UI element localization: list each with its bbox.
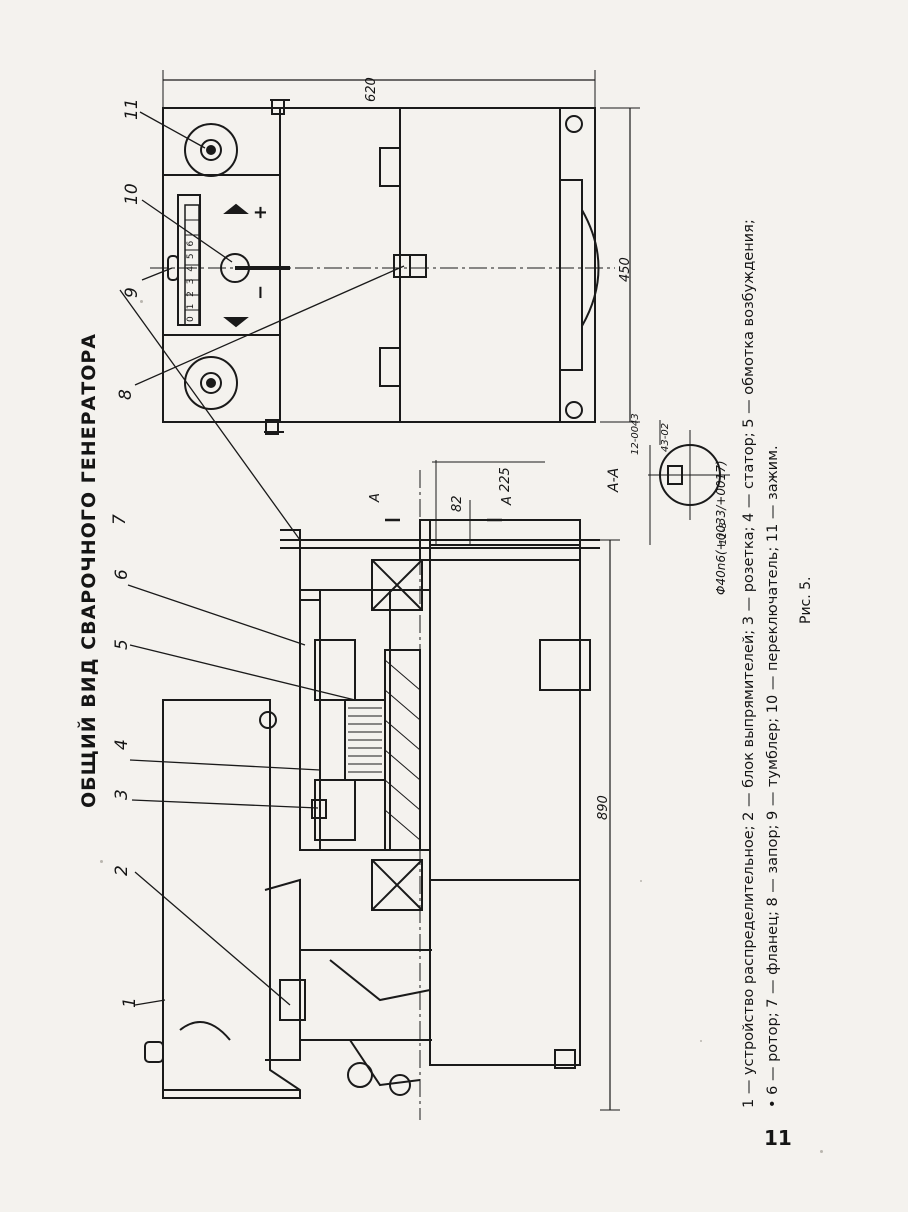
- end-view: [134, 70, 640, 435]
- callout-10: 10: [122, 183, 142, 205]
- callout-3: 3: [112, 789, 132, 800]
- minus-mark: −: [250, 284, 271, 300]
- dim-225: 225: [498, 467, 513, 492]
- callout-2: 2: [112, 865, 132, 876]
- section-a-a: [648, 420, 730, 545]
- switch-scale: 0 1 2 3 4 5 6: [186, 238, 196, 322]
- section-mark-a-left: A: [368, 493, 383, 502]
- dim-450: 450: [618, 257, 633, 282]
- page-number: 11: [764, 1126, 792, 1150]
- side-view: [119, 289, 620, 1120]
- section-mark-a-right: A: [500, 496, 515, 505]
- plus-mark: +: [250, 204, 271, 220]
- callout-6: 6: [112, 569, 132, 580]
- dim-key-depth: 43-02: [660, 422, 671, 452]
- figure-label: Рис. 5.: [798, 576, 814, 625]
- callout-9: 9: [122, 287, 142, 298]
- callout-11: 11: [122, 98, 142, 120]
- dim-620: 620: [364, 77, 379, 102]
- dim-key-offset: 11-8: [718, 522, 729, 545]
- callout-1: 1: [120, 997, 140, 1008]
- callout-5: 5: [112, 639, 132, 650]
- dim-key-width: 12-0043: [630, 413, 641, 455]
- caption-line-2: • 6 — ротор; 7 — фланец; 8 — запор; 9 — …: [765, 445, 781, 1108]
- caption-line-1: 1 — устройство распределительное; 2 — бл…: [741, 219, 757, 1108]
- section-label: A-A: [606, 467, 622, 492]
- dim-890: 890: [596, 795, 611, 820]
- dim-82: 82: [450, 495, 465, 512]
- callout-8: 8: [116, 389, 136, 400]
- page-title: ОБЩИЙ ВИД СВАРОЧНОГО ГЕНЕРАТОРА: [78, 333, 100, 808]
- callout-7: 7: [110, 514, 130, 525]
- callout-4: 4: [112, 739, 132, 750]
